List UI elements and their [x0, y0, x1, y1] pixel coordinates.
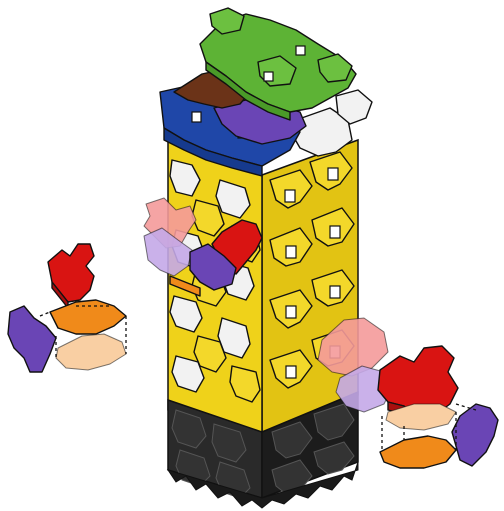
- left-purple-piece: [8, 306, 56, 372]
- left-exploded-stack: [8, 244, 126, 372]
- left-peach-piece: [56, 334, 126, 370]
- left-red-piece: [48, 244, 94, 302]
- right-purple-piece: [452, 404, 498, 466]
- left-orange-piece: [50, 300, 126, 334]
- right-exploded-stack: [378, 346, 498, 468]
- right-orange-piece: [380, 436, 456, 468]
